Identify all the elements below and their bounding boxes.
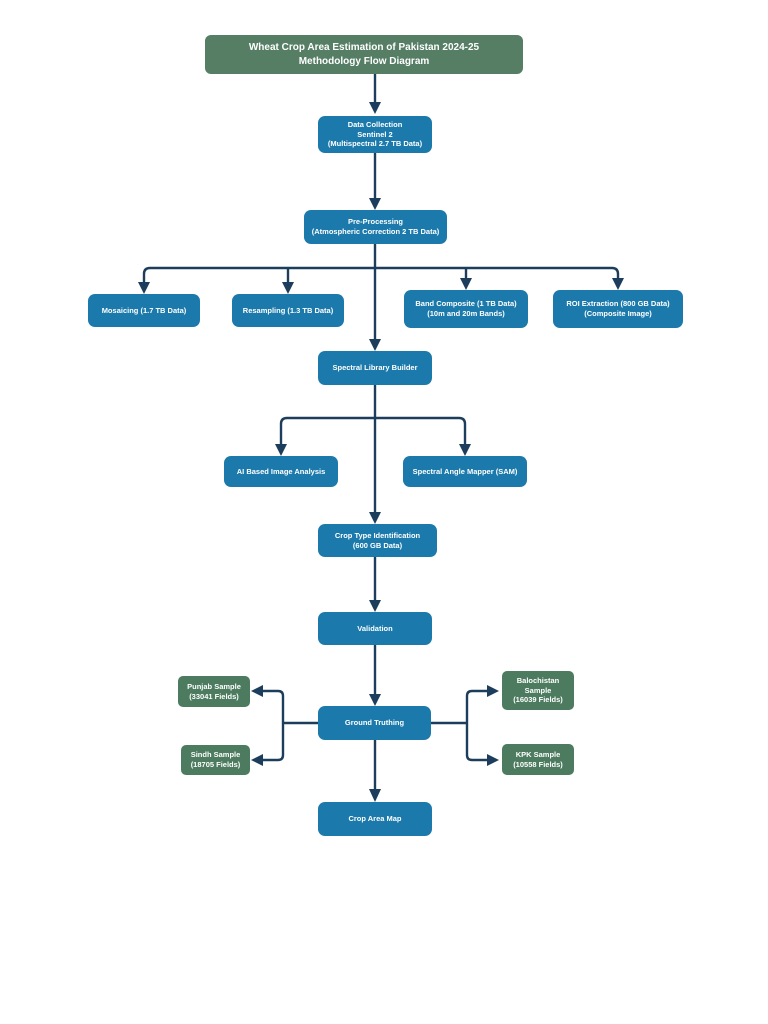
- node-text-line: Punjab Sample: [187, 681, 241, 691]
- node-ai-image-analysis: AI Based Image Analysis: [224, 456, 338, 487]
- node-validation: Validation: [318, 612, 432, 645]
- node-text-line: ROI Extraction (800 GB Data): [566, 299, 670, 309]
- node-mosaicing: Mosaicing (1.7 TB Data): [88, 294, 200, 327]
- node-text-line: Mosaicing (1.7 TB Data): [101, 305, 187, 315]
- node-text-line: Data Collection: [347, 119, 403, 129]
- node-pre-processing: Pre-Processing (Atmospheric Correction 2…: [304, 210, 447, 244]
- node-text-line: (Composite Image): [584, 309, 652, 318]
- node-spectral-library-builder: Spectral Library Builder: [318, 351, 432, 385]
- node-text-line: Ground Truthing: [344, 718, 405, 728]
- node-crop-type-identification: Crop Type Identification (600 GB Data): [318, 524, 437, 557]
- node-text-line: Pre-Processing: [347, 217, 404, 227]
- node-text-line: Sample: [524, 685, 552, 695]
- node-text-line: (Atmospheric Correction 2 TB Data): [311, 227, 440, 236]
- node-text-line: Resampling (1.3 TB Data): [242, 305, 334, 315]
- node-text-line: (33041 Fields): [189, 691, 239, 701]
- node-text-line: (Multispectral 2.7 TB Data): [327, 139, 423, 149]
- node-text-line: AI Based Image Analysis: [236, 466, 326, 476]
- node-text-line: Validation: [357, 623, 393, 633]
- node-text-line: Spectral Angle Mapper (SAM): [412, 466, 518, 476]
- node-resampling: Resampling (1.3 TB Data): [232, 294, 344, 327]
- node-text-line: (10m and 20m Bands): [427, 309, 505, 318]
- node-balochistan-sample: Balochistan Sample (16039 Fields): [502, 671, 574, 710]
- node-roi-extraction: ROI Extraction (800 GB Data) (Composite …: [553, 290, 683, 328]
- node-text-line: (10558 Fields): [513, 759, 563, 769]
- node-spectral-angle-mapper: Spectral Angle Mapper (SAM): [403, 456, 527, 487]
- title-node: Wheat Crop Area Estimation of Pakistan 2…: [205, 35, 523, 74]
- node-text-line: Band Composite (1 TB Data): [415, 299, 517, 309]
- node-text-line: Balochistan: [516, 675, 560, 685]
- node-text-line: Spectral Library Builder: [332, 363, 418, 373]
- node-text-line: Sindh Sample: [190, 750, 241, 760]
- node-text-line: Sentinel 2: [357, 129, 393, 139]
- node-ground-truthing: Ground Truthing: [318, 706, 431, 740]
- node-text-line: (16039 Fields): [513, 695, 563, 705]
- node-kpk-sample: KPK Sample (10558 Fields): [502, 744, 574, 775]
- node-text-line: Crop Type Identification: [334, 530, 421, 540]
- node-data-collection: Data Collection Sentinel 2 (Multispectra…: [318, 116, 432, 153]
- node-crop-area-map: Crop Area Map: [318, 802, 432, 836]
- node-text-line: (18705 Fields): [190, 760, 241, 769]
- node-text-line: (600 GB Data): [352, 540, 403, 550]
- node-band-composite: Band Composite (1 TB Data) (10m and 20m …: [404, 290, 528, 328]
- title-line: Wheat Crop Area Estimation of Pakistan 2…: [248, 42, 480, 53]
- node-text-line: KPK Sample: [515, 749, 561, 759]
- node-text-line: Crop Area Map: [348, 814, 402, 824]
- title-line: Methodology Flow Diagram: [298, 55, 430, 67]
- node-punjab-sample: Punjab Sample (33041 Fields): [178, 676, 250, 707]
- node-sindh-sample: Sindh Sample (18705 Fields): [181, 745, 250, 775]
